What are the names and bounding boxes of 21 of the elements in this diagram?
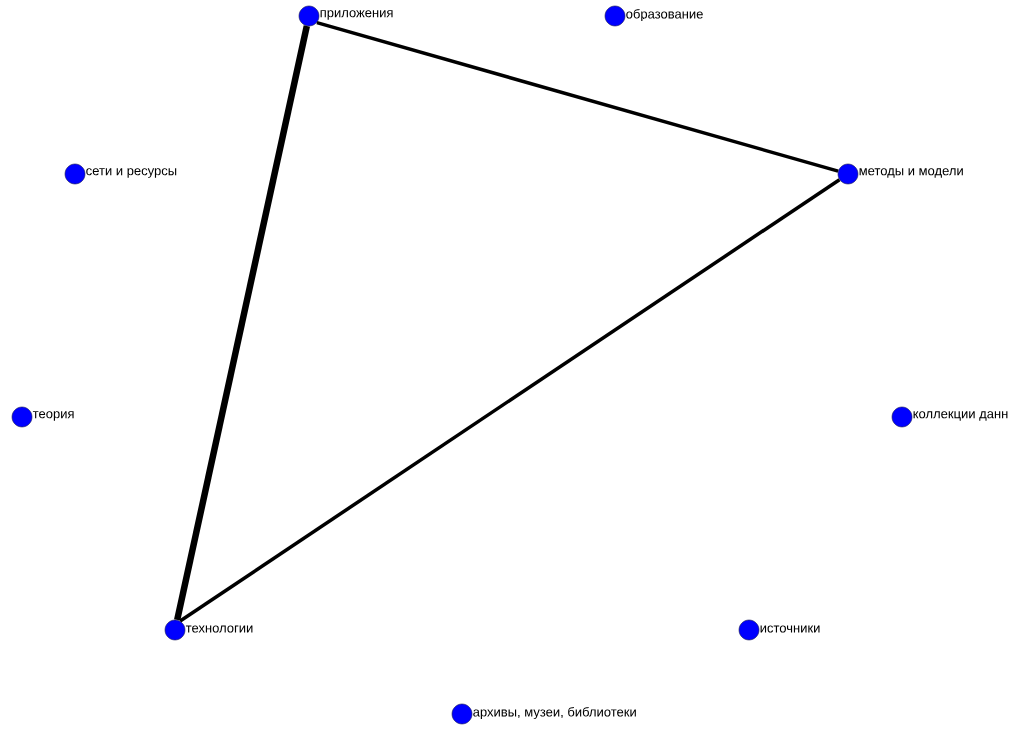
edge-line: [179, 178, 841, 623]
circle-node: [738, 619, 760, 641]
circle-node: [11, 406, 33, 428]
circle-node: [451, 703, 473, 725]
circle-node: [164, 619, 186, 641]
edge-line: [316, 20, 839, 173]
node-label: источники: [760, 625, 820, 633]
node-label: коллекции данн: [913, 411, 1008, 421]
node-label: сети и ресурсы: [86, 168, 177, 178]
node-label: методы и модели: [859, 168, 963, 178]
circle-node: [298, 5, 320, 27]
circle-node: [837, 163, 859, 185]
node-label: архивы, музеи, библиотеки: [473, 706, 636, 720]
circle-node: [891, 406, 913, 428]
circle-node: [64, 163, 86, 185]
node-label: приложения: [320, 10, 393, 20]
edge-line: [174, 25, 310, 621]
circle-node: [604, 5, 626, 27]
node-label: образование: [626, 8, 703, 22]
node-label: технологии: [185, 625, 253, 633]
node-label: теория: [32, 411, 74, 421]
